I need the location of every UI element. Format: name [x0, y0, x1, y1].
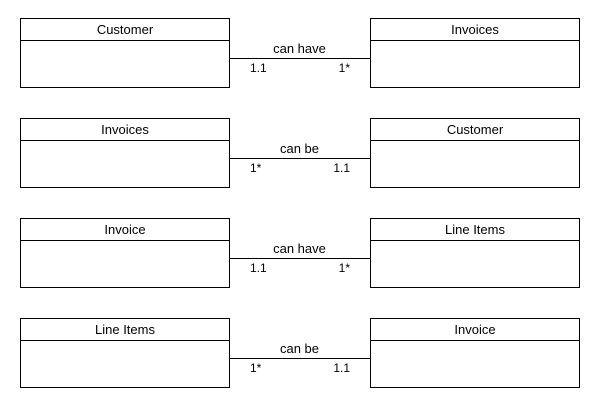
- relationship-label: can be: [279, 141, 320, 156]
- left-multiplicity: 1*: [250, 161, 262, 175]
- entity-box-left: Invoices: [20, 118, 230, 188]
- right-multiplicity: 1*: [338, 261, 350, 275]
- entity-body: [21, 241, 229, 287]
- entity-title: Line Items: [371, 219, 579, 241]
- relationship-row: Invoice can have 1.1 1* Line Items: [0, 218, 600, 288]
- entity-box-left: Invoice: [20, 218, 230, 288]
- relationship-line: [229, 358, 370, 359]
- entity-title: Customer: [371, 119, 579, 141]
- entity-box-right: Invoice: [370, 318, 580, 388]
- entity-body: [371, 241, 579, 287]
- entity-body: [371, 141, 579, 187]
- entity-body: [21, 41, 229, 87]
- right-multiplicity: 1*: [338, 61, 350, 75]
- entity-box-left: Customer: [20, 18, 230, 88]
- left-multiplicity: 1*: [250, 361, 262, 375]
- entity-title: Invoices: [21, 119, 229, 141]
- relationship-row: Line Items can be 1* 1.1 Invoice: [0, 318, 600, 388]
- entity-box-right: Line Items: [370, 218, 580, 288]
- entity-title: Customer: [21, 19, 229, 41]
- entity-box-right: Invoices: [370, 18, 580, 88]
- entity-title: Invoice: [21, 219, 229, 241]
- entity-body: [371, 41, 579, 87]
- entity-body: [21, 341, 229, 387]
- relationship-label: can have: [273, 41, 326, 56]
- left-multiplicity: 1.1: [250, 61, 267, 75]
- relationship-row: Invoices can be 1* 1.1 Customer: [0, 118, 600, 188]
- entity-body: [371, 341, 579, 387]
- relationship-line: [229, 58, 370, 59]
- relationship-line: [229, 158, 370, 159]
- entity-body: [21, 141, 229, 187]
- entity-title: Invoices: [371, 19, 579, 41]
- relationship-line: [229, 258, 370, 259]
- right-multiplicity: 1.1: [333, 161, 350, 175]
- relationship-label: can be: [279, 341, 320, 356]
- left-multiplicity: 1.1: [250, 261, 267, 275]
- entity-box-right: Customer: [370, 118, 580, 188]
- entity-box-left: Line Items: [20, 318, 230, 388]
- right-multiplicity: 1.1: [333, 361, 350, 375]
- entity-title: Line Items: [21, 319, 229, 341]
- entity-title: Invoice: [371, 319, 579, 341]
- relationship-row: Customer can have 1.1 1* Invoices: [0, 18, 600, 88]
- relationship-label: can have: [273, 241, 326, 256]
